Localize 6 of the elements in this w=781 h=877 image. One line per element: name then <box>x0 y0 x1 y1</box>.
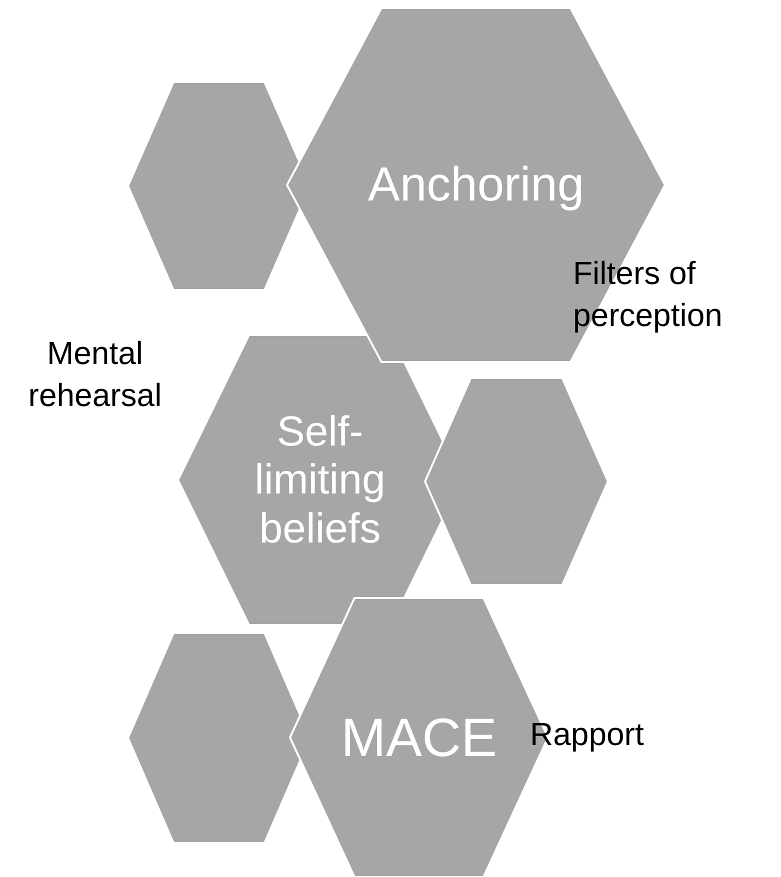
hexagon-label: Anchoring <box>366 157 586 213</box>
text-label: Rapport <box>530 715 645 754</box>
hexagon-label: Self-limiting beliefs <box>254 408 386 552</box>
text-label: Mental rehearsal <box>27 334 163 415</box>
text-label: Filters of perception <box>573 254 724 335</box>
hexagon-label: MACE <box>340 706 498 769</box>
